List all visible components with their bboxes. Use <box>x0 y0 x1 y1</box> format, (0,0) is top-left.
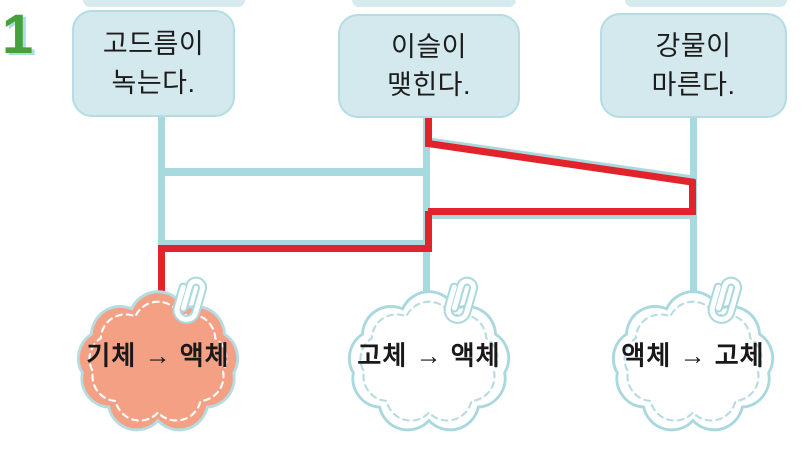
cropped-box-above-left <box>83 0 245 7</box>
answer-line-segment-7 <box>158 245 165 295</box>
statement-box-icicle[interactable]: 고드름이 녹는다. <box>72 10 235 117</box>
blue-rail-upper-left <box>158 168 430 176</box>
cropped-box-above-middle <box>352 0 516 7</box>
blue-rail-lower-left <box>158 240 430 246</box>
answer-line-segment-5 <box>425 211 432 252</box>
paperclip-icon <box>172 276 208 324</box>
statement-line: 강물이 <box>655 31 732 62</box>
statement-line: 이슬이 <box>390 31 468 62</box>
cloud-label: 기체 → 액체 <box>86 340 230 371</box>
blue-rail-middle-right <box>426 212 694 219</box>
cloud-shape <box>76 290 240 432</box>
cloud-shape <box>611 290 775 432</box>
answer-line-segment-3 <box>689 180 696 215</box>
blue-stem-middle <box>423 118 430 292</box>
cloud-label: 액체 → 고체 <box>621 340 765 371</box>
paperclip-icon <box>443 276 479 324</box>
paperclip-icon <box>707 276 743 324</box>
cloud-label: 고체 → 액체 <box>357 340 501 371</box>
answer-line-segment-1 <box>425 118 432 147</box>
cloud-liquid-to-solid[interactable]: 액체 → 고체 <box>597 276 789 440</box>
statement-box-dew[interactable]: 이슬이 맺힌다. <box>338 14 520 118</box>
cloud-gas-to-liquid[interactable]: 기체 → 액체 <box>62 276 254 440</box>
answer-line-segment-2 <box>427 140 696 186</box>
statement-line: 녹는다. <box>111 67 196 98</box>
cloud-solid-to-liquid[interactable]: 고체 → 액체 <box>333 276 525 440</box>
blue-stem-left <box>158 117 165 245</box>
statement-box-river[interactable]: 강물이 마른다. <box>600 13 787 118</box>
answer-line-segment-6 <box>158 245 432 252</box>
statement-line: 고드름이 <box>102 29 205 60</box>
statement-line: 맺힌다. <box>386 70 472 100</box>
statement-line: 마른다. <box>651 69 736 100</box>
question-number: 1 <box>2 2 34 65</box>
cloud-shape <box>347 290 511 432</box>
cropped-box-above-right <box>625 0 787 7</box>
answer-line-segment-4 <box>428 208 696 215</box>
